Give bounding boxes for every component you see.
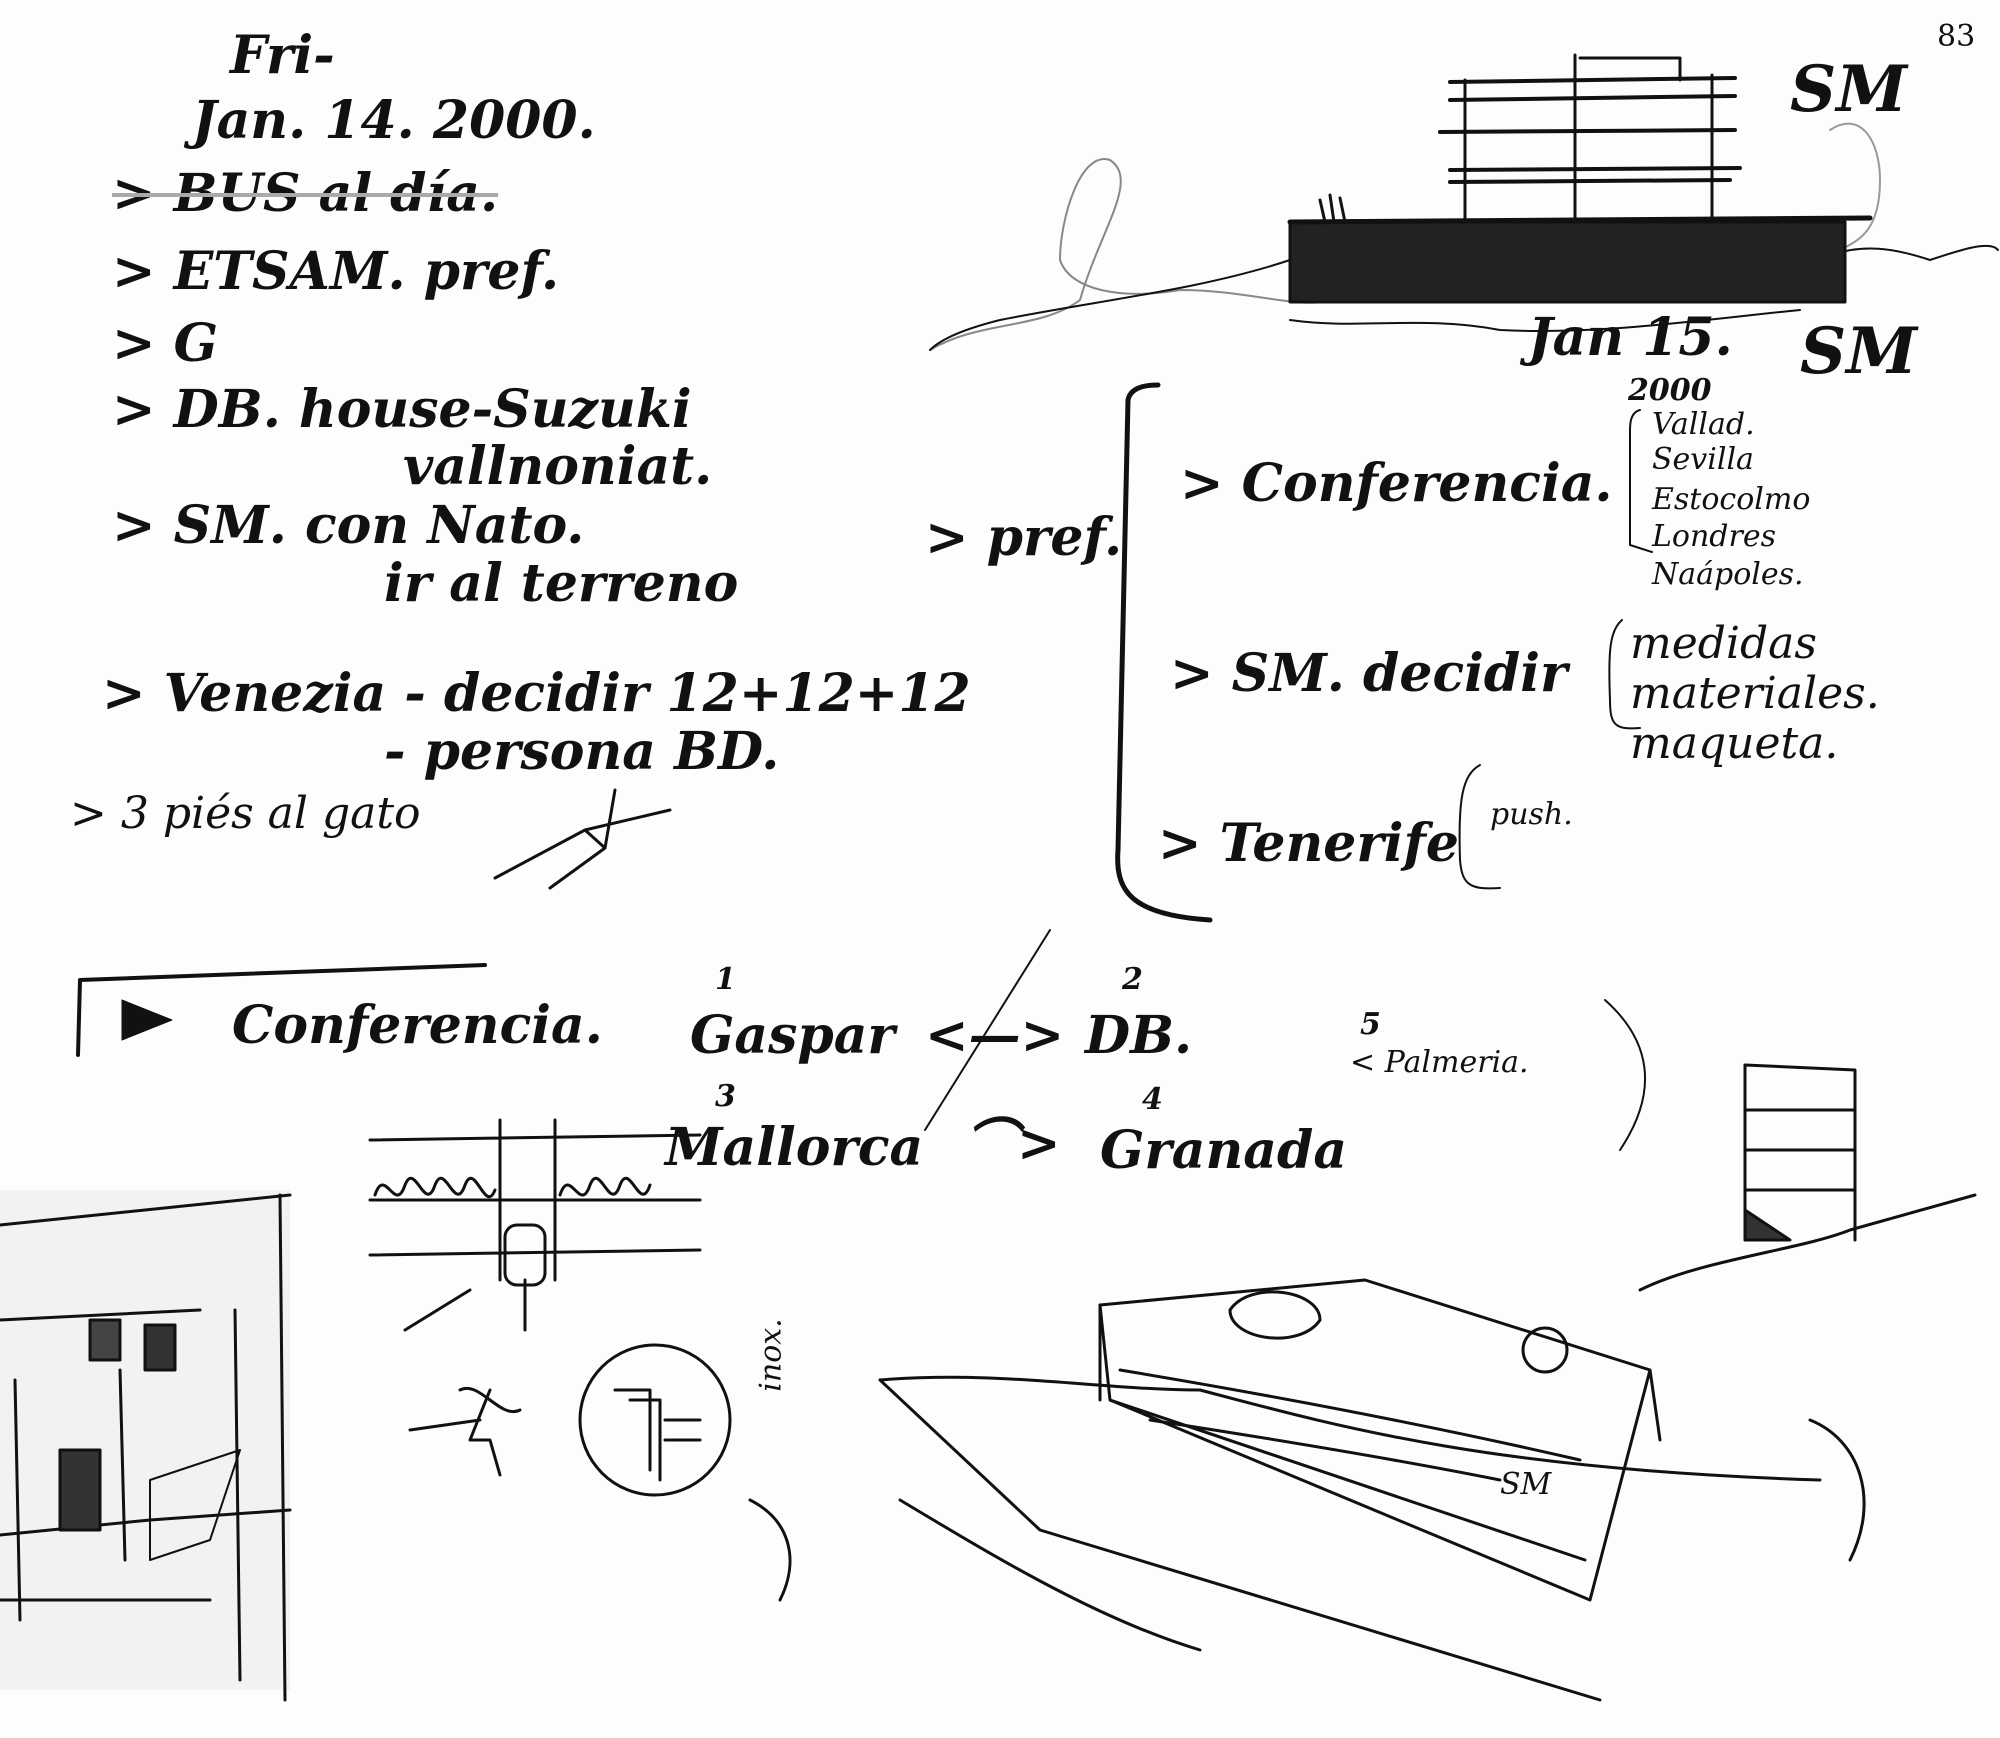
route-arrow: <—> xyxy=(925,1005,1065,1066)
building-elevation-sketch xyxy=(929,53,1999,351)
sketch-signature: SM xyxy=(1500,1467,1552,1502)
decision-item: maqueta. xyxy=(1630,718,1839,769)
interior-perspective-sketch xyxy=(0,1190,292,1702)
note-item: > DB. house-Suzuki xyxy=(112,379,692,440)
route-number: 3 xyxy=(715,1079,736,1114)
grouping-bracket xyxy=(1115,382,1213,923)
decision-item: medidas xyxy=(1630,618,1817,669)
play-triangle-icon xyxy=(121,999,173,1041)
route-from: Mallorca xyxy=(665,1117,924,1178)
route-number: 2 xyxy=(1122,962,1143,997)
route-to: DB. xyxy=(1085,1005,1193,1066)
city-item: Vallad. xyxy=(1652,407,1755,442)
note-year-2: 2000 xyxy=(1628,373,1712,408)
note-item: > SM. con Nato. xyxy=(112,495,585,556)
box-perspective-sketch xyxy=(748,1063,1977,1702)
route-number: 5 xyxy=(1360,1007,1381,1042)
note-day: Fri- xyxy=(230,25,335,86)
detail-label: inox. xyxy=(753,1318,789,1392)
route-to: Granada xyxy=(1100,1120,1348,1181)
note-item: - persona BD. xyxy=(384,721,780,782)
note-date: Jan. 14. 2000. xyxy=(192,90,596,151)
note-item: > ETSAM. pref. xyxy=(112,241,560,302)
note-item: ir al terreno xyxy=(384,553,739,614)
route-number: 1 xyxy=(715,962,736,997)
decision-item: materiales. xyxy=(1630,668,1880,719)
route-from: Gaspar xyxy=(690,1005,895,1066)
city-item: Londres xyxy=(1652,519,1776,554)
note-item: > G xyxy=(112,313,219,374)
pref-item-conferencia: > Conferencia. xyxy=(1180,453,1613,514)
pref-label: > pref. xyxy=(925,507,1123,568)
note-item: > Venezia - decidir 12+12+12 xyxy=(102,663,971,724)
route-number: 4 xyxy=(1142,1082,1163,1117)
signature: SM xyxy=(1790,52,1908,127)
note-date-2: Jan 15. xyxy=(1528,307,1733,368)
route-destination: < Palmeria. xyxy=(1350,1045,1529,1080)
conferencia-title: Conferencia. xyxy=(232,995,603,1056)
route-arrow: ⌒> xyxy=(965,1113,1061,1174)
tenerife-item: push. xyxy=(1490,797,1573,832)
city-item: Naápoles. xyxy=(1652,557,1804,592)
city-item: Estocolmo xyxy=(1652,482,1811,517)
cat-feet-sketch xyxy=(493,788,672,890)
note-item: vallnoniat. xyxy=(403,436,713,497)
pref-item-tenerife: > Tenerife xyxy=(1158,813,1459,874)
city-item: Sevilla xyxy=(1652,442,1754,477)
section-detail-sketch xyxy=(368,1118,732,1497)
note-item: > BUS al día. xyxy=(112,163,499,224)
pref-item-sm-decidir: > SM. decidir xyxy=(1170,643,1568,704)
note-item: > 3 piés al gato xyxy=(70,788,421,839)
signature-date: SM xyxy=(1800,314,1918,389)
page-number: 83 xyxy=(1937,19,1976,54)
